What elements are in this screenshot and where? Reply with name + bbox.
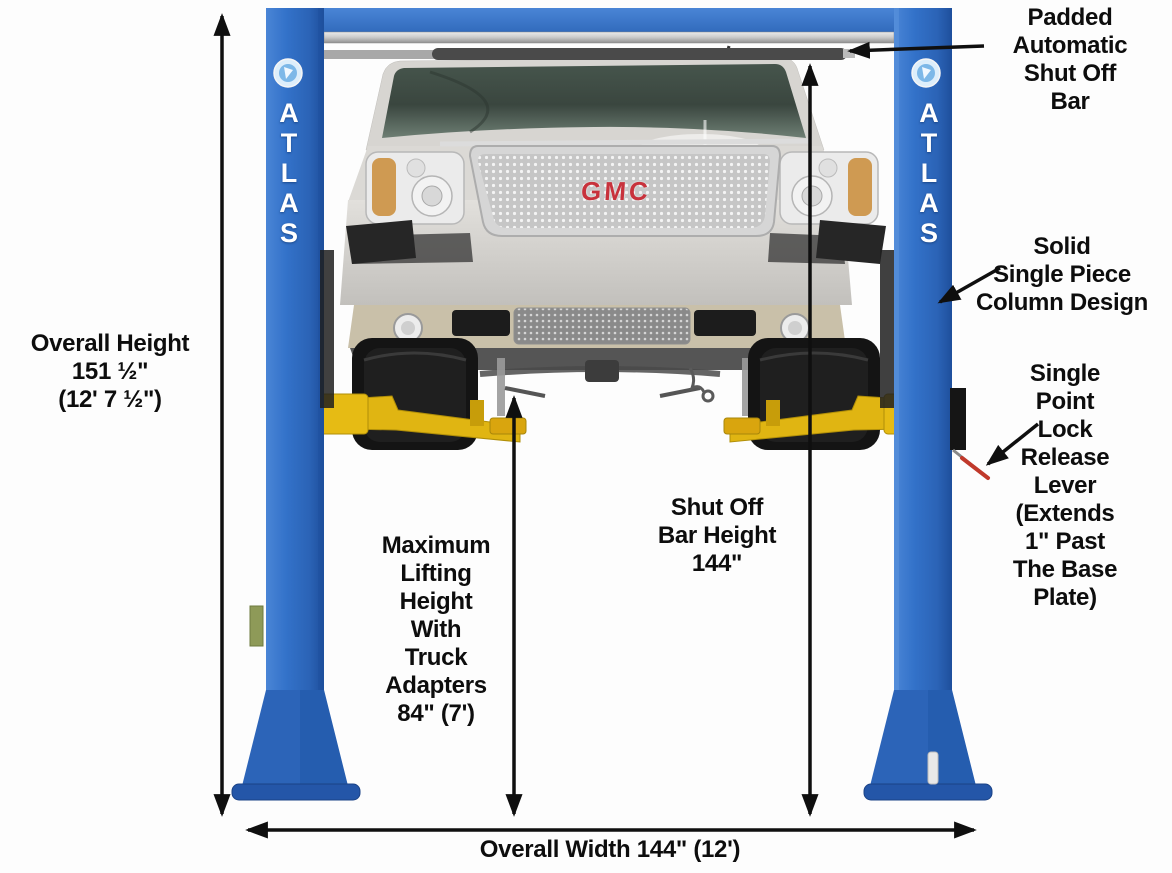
- fog-light-right: [780, 313, 810, 343]
- gmc-badge: GMC: [580, 176, 652, 206]
- side-mirror-right: [816, 220, 886, 264]
- left-base-plate: [231, 783, 361, 801]
- right-carriage: [880, 250, 894, 408]
- lock-release-pointer-arrow: [985, 422, 1040, 466]
- right-base-plate: [863, 783, 993, 801]
- lock-release-label: Single Point Lock Release Lever (Extends…: [1012, 360, 1118, 611]
- padded-shutoff-bar: [324, 48, 855, 60]
- column-design-pointer-arrow: [937, 266, 1001, 304]
- side-mirror-left: [346, 220, 416, 264]
- left-column-latch: [249, 605, 264, 647]
- left-carriage: [320, 250, 334, 408]
- right-column-cylinder: [927, 751, 939, 785]
- overall-height-label: Overall Height 151 ½" (12' 7 ½"): [30, 330, 190, 413]
- headlight-right: [779, 151, 879, 225]
- atlas-logo-right: [911, 58, 941, 88]
- truck-windshield: [382, 64, 806, 138]
- dimension-lines: [213, 13, 1040, 839]
- padded-bar-pointer-arrow: [847, 41, 985, 59]
- atlas-brand-left: ATLAS: [279, 98, 299, 248]
- truck: [340, 45, 886, 450]
- atlas-brand-right: ATLAS: [919, 98, 939, 248]
- column-design-label: Solid Single Piece Column Design: [975, 233, 1149, 316]
- right-column: [863, 8, 993, 801]
- left-column: [231, 8, 361, 801]
- max-lifting-height-label: Maximum Lifting Height With Truck Adapte…: [381, 532, 491, 727]
- truck-grille: [439, 138, 813, 237]
- overall-width-label: Overall Width 144" (12'): [479, 836, 741, 863]
- padded-shutoff-bar-label: Padded Automatic Shut Off Bar: [1012, 4, 1128, 115]
- lower-grille: [452, 307, 756, 345]
- shutoff-bar-height-label: Shut Off Bar Height 144": [657, 494, 777, 577]
- fog-light-left: [393, 313, 423, 343]
- headlight-left: [365, 151, 465, 225]
- lock-release-lever: [950, 388, 990, 480]
- silver-bar: [323, 31, 895, 44]
- atlas-logo-left: [273, 58, 303, 88]
- windshield-reflection: [429, 70, 490, 134]
